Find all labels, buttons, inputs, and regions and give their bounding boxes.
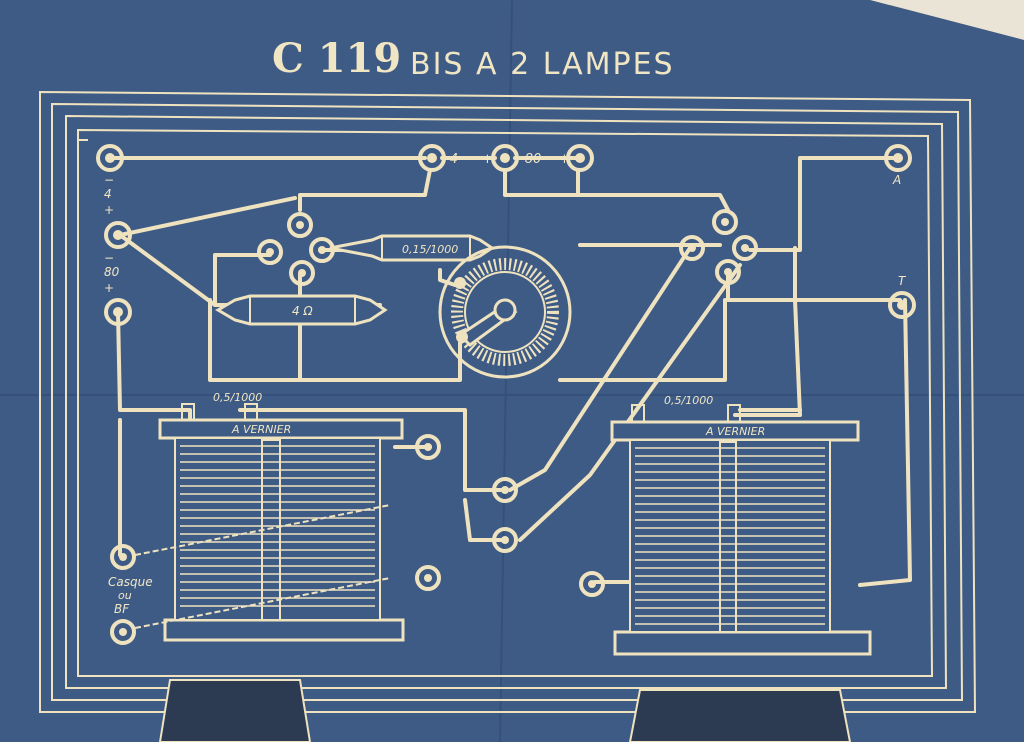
- cap-right-label: 0,5/1000: [664, 394, 713, 407]
- terminal-plus80: [566, 144, 594, 172]
- terminal-coil-left-top: [415, 434, 441, 460]
- terminal-casque-2: [110, 619, 136, 645]
- resistor-4ohm: [215, 294, 388, 326]
- label-ou: ou: [118, 589, 132, 602]
- label-earth: T: [898, 274, 907, 288]
- cabinet-frame: [39, 90, 977, 713]
- label-left-plus2: +: [104, 281, 114, 295]
- terminal-minus4: [418, 144, 446, 172]
- terminal-plus4-minus80: [491, 144, 519, 172]
- terminal-top-left: [96, 144, 124, 172]
- left-coil: [134, 403, 405, 642]
- terminal-left-80: [104, 298, 132, 326]
- resistor-015-label: 0,15/1000: [402, 243, 458, 256]
- title-model: C 119: [272, 35, 401, 82]
- label-left-minus2: −: [104, 251, 114, 265]
- resistor-4ohm-label: 4 Ω: [292, 304, 313, 318]
- terminal-coil-left-bottom: [415, 565, 441, 591]
- terminal-center-1: [492, 477, 518, 503]
- right-coil: [610, 404, 872, 656]
- foot-left: [158, 679, 312, 742]
- label-left-80: 80: [104, 265, 120, 279]
- label-casque: Casque: [108, 575, 153, 589]
- label-plus-neg: +: [482, 152, 493, 167]
- label-neg80: -80: [520, 152, 541, 167]
- terminal-earth: [888, 291, 916, 319]
- lamp2-socket: [679, 209, 758, 285]
- label-left-minus: −: [104, 173, 114, 187]
- foot-right: [628, 689, 852, 742]
- terminal-antenna: [884, 144, 912, 172]
- terminal-left-4: [104, 221, 132, 249]
- terminal-center-2: [492, 527, 518, 553]
- cap-left-label: 0,5/1000: [213, 391, 262, 404]
- label-bf: BF: [114, 602, 130, 616]
- title-subtitle: BIS A 2 LAMPES: [410, 47, 675, 82]
- fold-line-vertical: [499, 0, 513, 742]
- terminal-coil-right: [579, 571, 605, 597]
- paper-corner: [870, 0, 1024, 40]
- variable-capacitor-dial: [438, 245, 572, 379]
- vernier-right-label: A VERNIER: [705, 425, 765, 438]
- label-left-4: 4: [104, 187, 112, 201]
- label-antenna: A: [892, 173, 901, 187]
- label-left-plus: +: [104, 203, 114, 217]
- terminal-casque-1: [110, 544, 136, 570]
- label-neg4: -4: [445, 152, 458, 167]
- label-plus80: +: [559, 152, 570, 167]
- vernier-left-label: A VERNIER: [231, 423, 291, 436]
